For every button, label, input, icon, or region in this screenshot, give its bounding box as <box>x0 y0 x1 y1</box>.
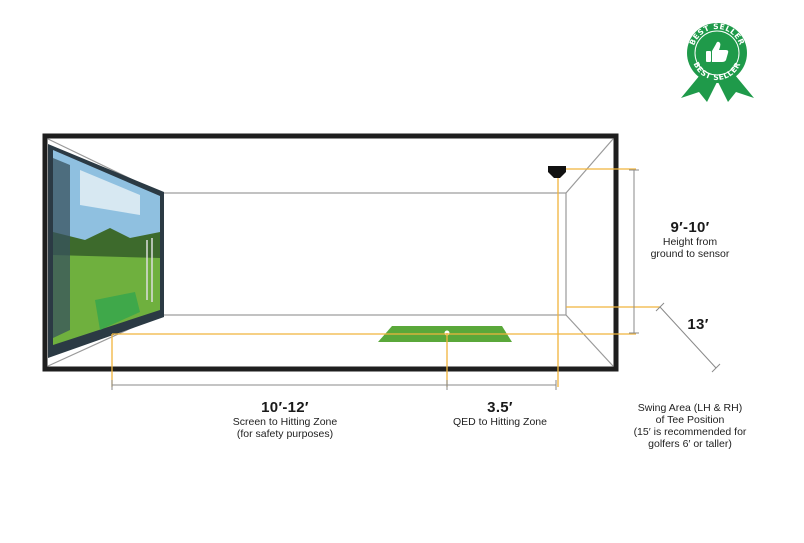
height-desc-1: Height from <box>662 236 718 249</box>
badge-ribbon-right <box>717 75 754 102</box>
screen-hud-left <box>53 158 70 338</box>
golf-screen <box>48 144 164 358</box>
swing-area-desc-4: golfers 6′ or taller) <box>648 438 732 451</box>
screen-clouds <box>80 170 140 215</box>
swing-area-desc-2: of Tee Position <box>655 414 725 427</box>
qed-to-zone-value: 3.5′ <box>487 399 513 416</box>
swing-area-desc-3: (15′ is recommended for <box>633 426 747 439</box>
swing-width-label: 13′ <box>678 316 718 333</box>
room-front-frame <box>42 133 619 372</box>
swing-tick-b <box>711 363 721 373</box>
screen-to-zone-label: 10′-12′ Screen to Hitting Zone (for safe… <box>200 399 370 440</box>
qed-to-zone-label: 3.5′ QED to Hitting Zone <box>440 399 560 428</box>
screen-green-patch <box>95 292 140 330</box>
height-desc-2: ground to sensor <box>650 248 730 261</box>
height-label: 9′-10′ Height from ground to sensor <box>630 219 750 260</box>
thumbs-up-icon <box>706 41 729 62</box>
screen-to-zone-value: 10′-12′ <box>261 399 309 416</box>
screen-hills <box>53 228 160 262</box>
height-value: 9′-10′ <box>670 219 710 236</box>
swing-area-label: Swing Area (LH & RH) of Tee Position (15… <box>605 402 775 450</box>
swing-tick-a <box>655 302 665 312</box>
screen-to-zone-desc-2: (for safety purposes) <box>236 428 334 441</box>
edge-top-right <box>565 138 614 194</box>
qed-to-zone-desc-1: QED to Hitting Zone <box>453 416 547 429</box>
back-wall <box>159 192 567 316</box>
badge-inner-ring <box>694 30 740 76</box>
edge-bottom-right <box>565 314 614 367</box>
qed-sensor <box>548 166 566 178</box>
screen-to-zone-desc-1: Screen to Hitting Zone <box>232 416 338 429</box>
dimension-lines <box>111 168 660 387</box>
swing-width-value: 13′ <box>687 316 709 333</box>
best-seller-badge: BEST SELLER BEST SELLER <box>681 22 754 102</box>
swing-area-desc-1: Swing Area (LH & RH) <box>637 402 743 414</box>
measure-lines <box>111 169 721 390</box>
swing-measure <box>659 306 717 369</box>
